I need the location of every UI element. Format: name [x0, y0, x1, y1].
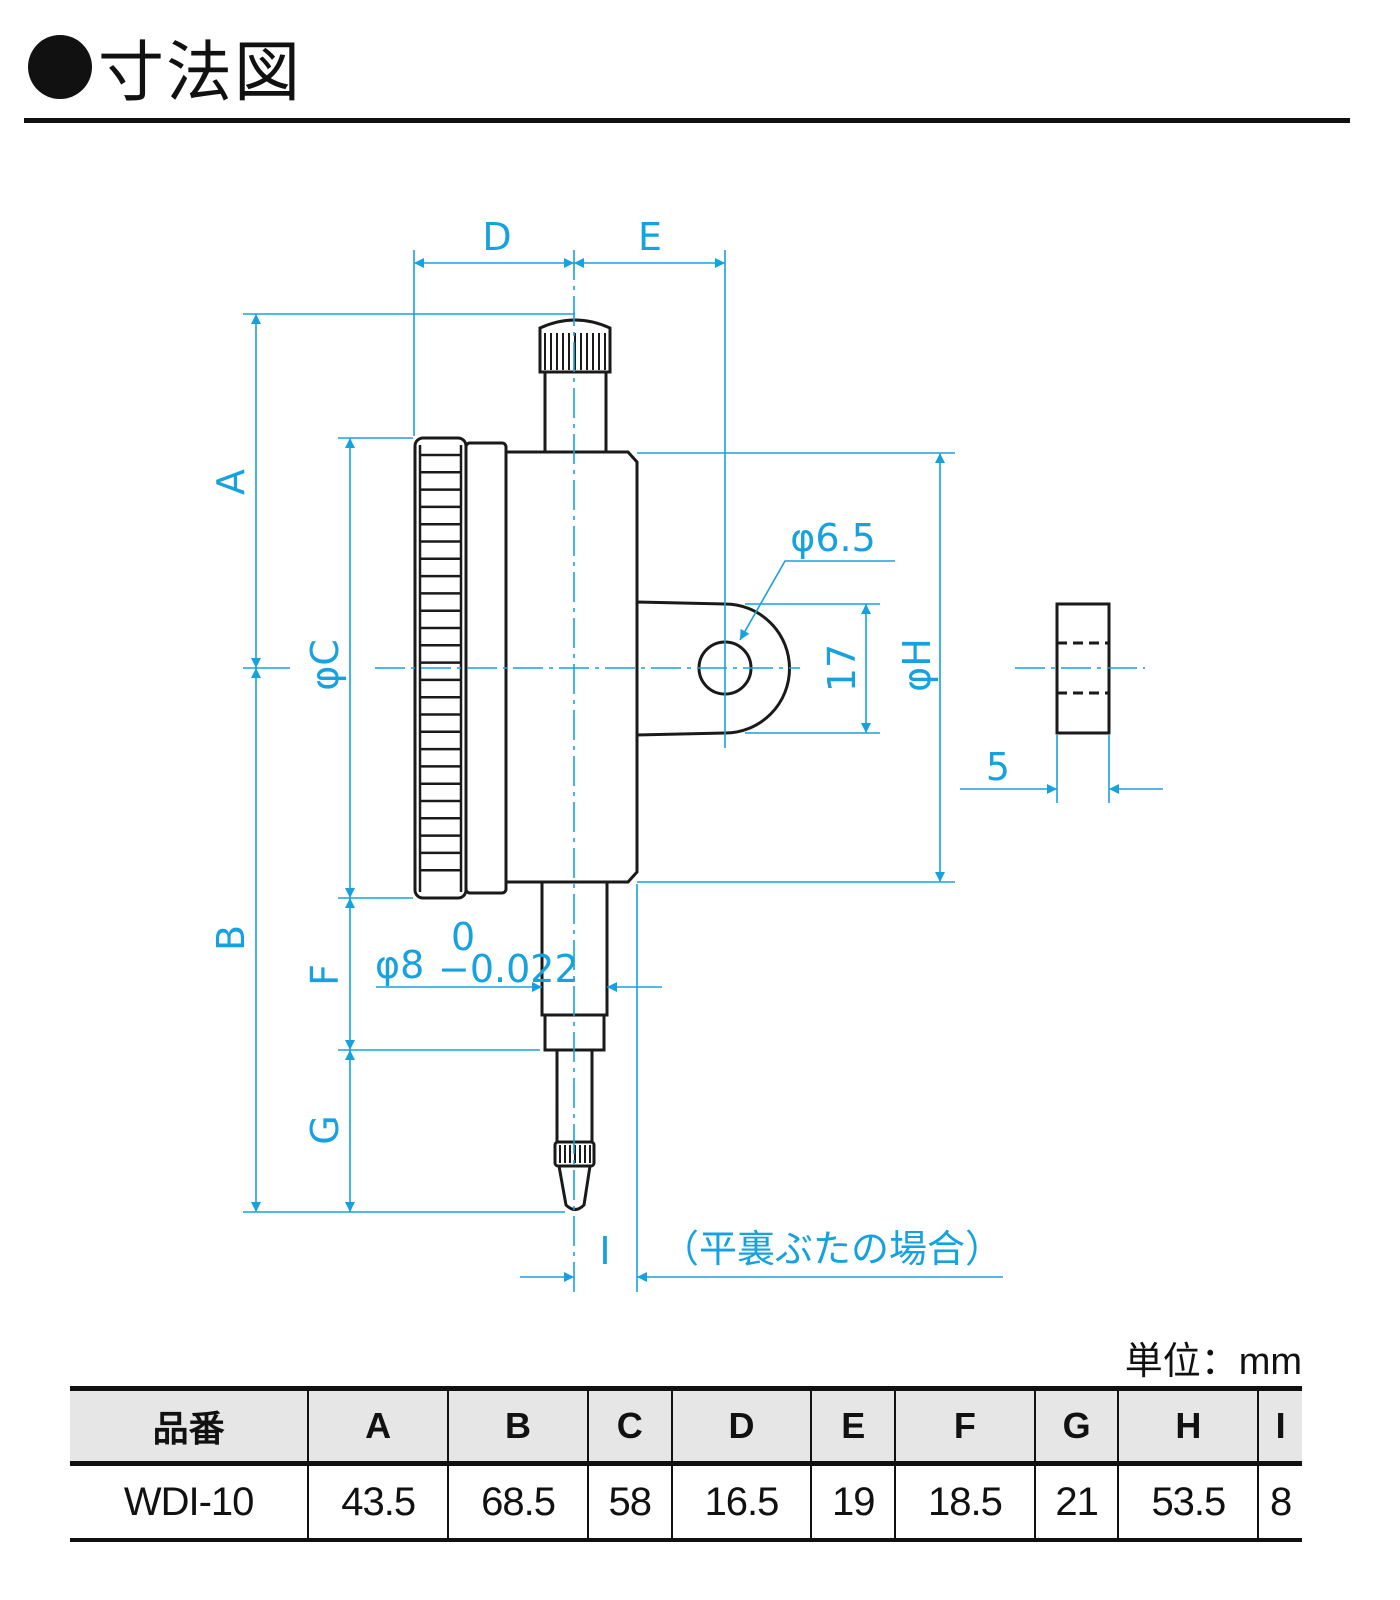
column-header: G	[1033, 1388, 1119, 1464]
table-cell: 19	[810, 1463, 895, 1540]
table-cell: 53.5	[1117, 1463, 1259, 1540]
table-cell: WDI-10	[123, 1479, 255, 1524]
dim-label-d: D	[482, 215, 511, 259]
dim-label-f: F	[303, 964, 347, 986]
dim-label-a: A	[209, 469, 253, 495]
table-cell: 8	[1257, 1463, 1302, 1540]
table-cell: 43.5	[307, 1463, 449, 1540]
column-header: 品番	[152, 1408, 225, 1449]
dim-label-b: B	[209, 925, 253, 951]
stem-diameter: φ8	[375, 943, 424, 987]
dim-label-g: G	[303, 1115, 347, 1144]
column-header: B	[447, 1388, 588, 1464]
dimension-lines	[243, 250, 1163, 1292]
dim-label-lug-thickness: 5	[986, 745, 1010, 789]
column-header: E	[810, 1388, 895, 1464]
column-header: I	[1257, 1388, 1302, 1464]
dim-label-lug-width: 17	[820, 644, 864, 692]
title-rule	[24, 118, 1350, 123]
table-cell: 21	[1033, 1463, 1119, 1540]
column-header: F	[893, 1388, 1035, 1464]
table-cell: 58	[587, 1463, 672, 1540]
dim-label-h: φH	[895, 638, 939, 692]
table-cell: 16.5	[670, 1463, 812, 1540]
unit-label: 単位：mm	[1124, 1341, 1302, 1383]
dim-label-c: φC	[303, 639, 347, 691]
stem-tol-upper: 0	[451, 915, 475, 959]
table-cell: 18.5	[893, 1463, 1035, 1540]
dim-label-i: I	[599, 1229, 610, 1273]
stem-tol-lower: −0.022	[438, 947, 579, 991]
table-cell: 68.5	[447, 1463, 588, 1540]
flat-back-note: （平裏ぶたの場合）	[661, 1227, 1003, 1271]
section-title: 寸法図	[28, 22, 302, 112]
column-header: A	[307, 1388, 449, 1464]
dim-label-hole: φ6.5	[790, 516, 876, 560]
dim-label-e: E	[638, 215, 662, 259]
column-header: D	[670, 1388, 812, 1464]
column-header: H	[1117, 1388, 1259, 1464]
bullet-icon	[28, 35, 92, 99]
column-header: C	[587, 1388, 672, 1464]
